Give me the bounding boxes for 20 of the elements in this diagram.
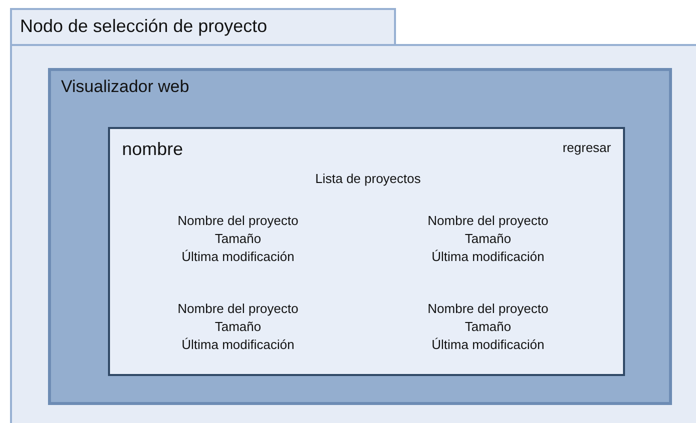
project-modified-date: Última modificación — [432, 337, 544, 353]
project-size: Tamaño — [214, 319, 262, 335]
project-name: Nombre del proyecto — [428, 213, 548, 229]
project-name: Nombre del proyecto — [178, 301, 298, 317]
panel-title: Visualizador web — [61, 77, 190, 98]
project-name: Nombre del proyecto — [178, 213, 298, 229]
project-modified-date: Última modificación — [432, 249, 544, 265]
panel-title: Nodo de selección de proyecto — [20, 16, 268, 38]
back-link: regresar — [562, 140, 611, 156]
project-modified-date: Última modificación — [182, 249, 294, 265]
project-size: Tamaño — [464, 231, 512, 247]
screen-panel — [108, 127, 625, 376]
list-heading: Lista de proyectos — [315, 171, 421, 187]
project-modified-date: Última modificación — [182, 337, 294, 353]
project-size: Tamaño — [214, 231, 262, 247]
project-size: Tamaño — [464, 319, 512, 335]
tabbed-panel — [10, 8, 696, 423]
project-name: Nombre del proyecto — [428, 301, 548, 317]
user-name-label: nombre — [122, 139, 184, 161]
browser-panel — [48, 68, 672, 405]
